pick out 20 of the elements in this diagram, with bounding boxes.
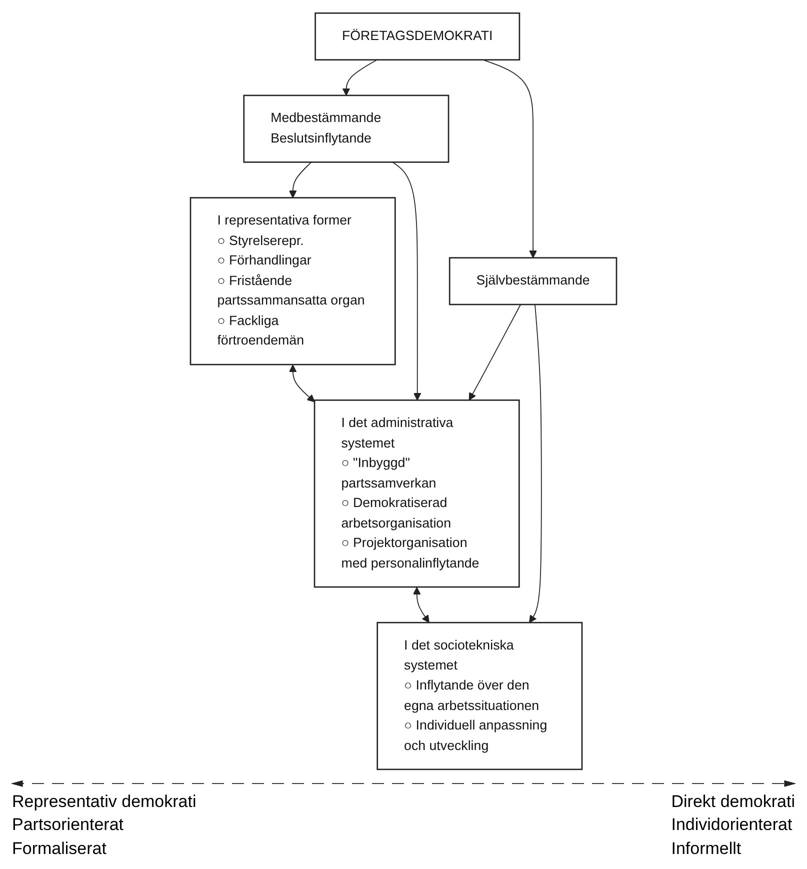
node-box: Medbestämmande Beslutsinflytande [243, 94, 450, 163]
arrow [412, 587, 430, 623]
node-box: I det sociotekniska systemet ○ Inflytande över den egna arbetssituationen ○ Individuell anpassning och utveckling [376, 622, 583, 770]
arrow [342, 59, 378, 96]
arrow [288, 162, 312, 198]
node-box: Självbestämmande [448, 257, 618, 306]
arrow [392, 162, 422, 400]
node-box: I representativa former ○ Styrelserepr. ○ Förhandlingar ○ Fristående partssammansatta organ ○ Fackliga förtroendemän [190, 197, 396, 366]
side-label: Representativ demokrati [12, 790, 196, 813]
side-label: Individorienterat [671, 814, 792, 836]
arrow [288, 364, 315, 402]
side-label: Partsorienterat [12, 814, 124, 836]
side-label: Informellt [671, 838, 742, 860]
arrow [482, 59, 537, 258]
node-box: I det administrativa systemet ○ "Inbyggd" partssamverkan ○ Demokratiserad arbetsorganisation ○ Projektorganisation med personalinflytande [314, 399, 520, 588]
side-label: Formaliserat [12, 838, 108, 860]
side-label: Direkt demokrati [671, 790, 795, 813]
arrow [468, 304, 522, 400]
node-box: FÖRETAGSDEMOKRATI [314, 12, 520, 60]
arrow [529, 304, 542, 623]
